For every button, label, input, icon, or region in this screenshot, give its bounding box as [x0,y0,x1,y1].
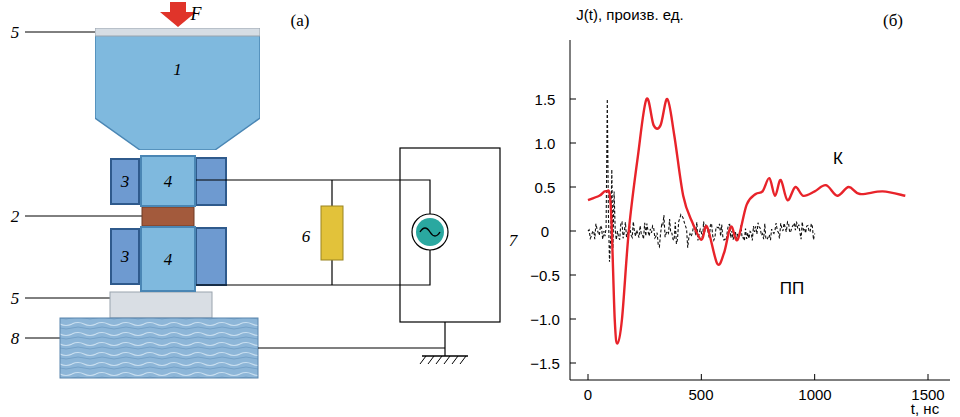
callout-label: (а) [291,12,310,29]
sample [142,207,194,226]
callout-label: 8 [11,330,20,347]
press-block: 1 [95,28,260,150]
leader-line [25,298,110,299]
wire [258,347,445,348]
block: 4 [140,226,196,292]
tick-label: 1.5 [535,92,556,107]
y-axis [570,40,571,380]
holder-block [196,158,226,205]
plate [110,292,212,318]
leader-line [25,32,95,33]
axis-ticks [570,99,928,380]
block: 3 [110,158,140,205]
callout-label: 2 [11,208,20,225]
callout-number: 3 [121,173,130,190]
callout-label: 5 [11,290,20,307]
base [60,318,258,378]
device-box [400,148,500,322]
callout-label: 5 [11,24,20,41]
callout-number: 4 [164,173,173,190]
callout-number: 1 [173,61,182,78]
callout-label: F [191,5,202,23]
tick-label: 0 [541,224,549,239]
tick-label: −1.0 [530,312,560,327]
callout-label: J(t), произв. ед. [576,7,683,22]
wire [186,250,430,285]
resistor-symbol [321,206,343,260]
wire [186,168,430,214]
k-curve [588,98,905,343]
tick-label: 1.0 [535,136,556,151]
callout-number: 3 [121,248,130,265]
tick-label: −0.5 [530,268,560,283]
curve-label: ПП [780,280,804,297]
callout-label: (б) [883,12,903,29]
curve-label: К [833,150,843,167]
block: 4 [140,155,196,207]
source-symbol [420,228,440,236]
leader-line [25,338,60,339]
leader-line [25,216,143,217]
block: 3 [110,228,140,285]
tick-label: −1.5 [530,356,560,371]
ground-symbol [420,356,466,364]
press-outline [95,28,260,150]
callout-number: 4 [164,251,173,268]
callout-label: t, нс [911,400,939,415]
tick-label: 0.5 [535,180,556,195]
callout-label: 6 [302,228,311,245]
source-symbol [412,214,448,250]
holder-block [196,228,226,285]
tick-label: 1000 [798,387,831,402]
ground-symbol [422,355,468,357]
source-symbol [416,218,444,246]
x-axis [570,380,950,381]
tick-label: 0 [584,387,592,402]
wire [444,322,445,356]
callout-label: 7 [509,232,518,249]
tick-label: 500 [688,387,713,402]
